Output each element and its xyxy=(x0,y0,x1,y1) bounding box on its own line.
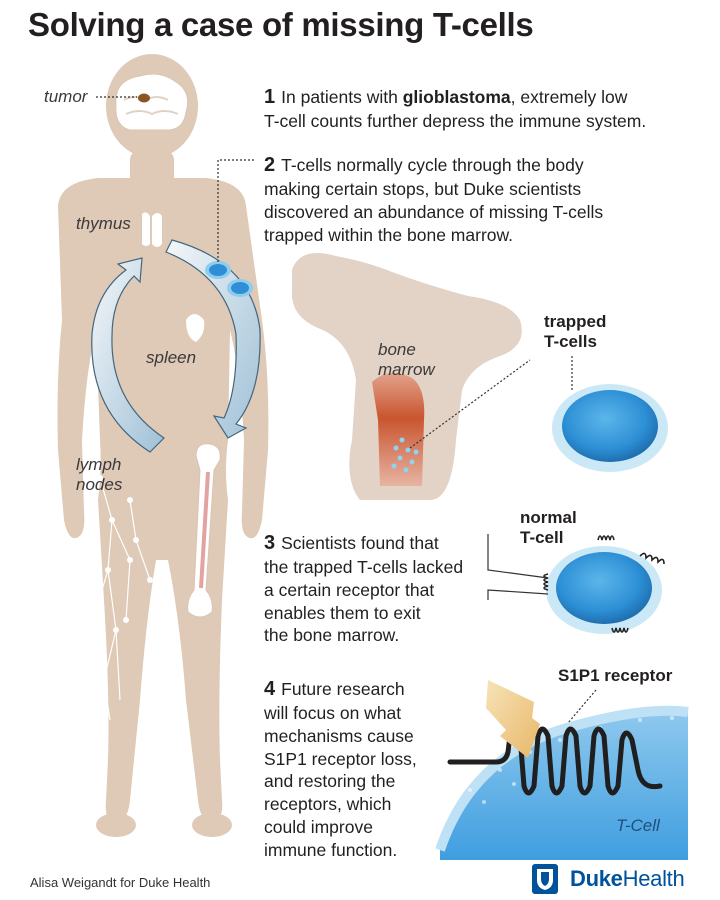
trapped-tcells-label: trapped T-cells xyxy=(544,312,606,353)
spleen-label: spleen xyxy=(146,348,197,367)
femur-icon xyxy=(187,443,221,618)
step-1-bold: glioblastoma xyxy=(402,87,511,107)
lymph-label-line2: nodes xyxy=(76,474,123,494)
step-3-line-2: the trapped T-cells lacked xyxy=(264,557,464,577)
tumor-icon xyxy=(138,93,150,103)
step3-bracket xyxy=(487,534,549,600)
step-2-line-1: T-cells normally cycle through the body xyxy=(281,155,584,175)
step-4-line-1: Future research xyxy=(281,679,405,699)
credit-text: Alisa Weigandt for Duke Health xyxy=(30,875,211,890)
thymus-label: thymus xyxy=(76,214,131,233)
step-4-line-3: mechanisms cause xyxy=(264,725,414,746)
spleen-icon xyxy=(186,314,205,342)
step-2-line-3: discovered an abundance of missing T-cel… xyxy=(264,201,604,222)
lymph-node-dots xyxy=(91,475,153,683)
normal-label-line2: T-cell xyxy=(520,528,564,548)
tumor-label: tumor xyxy=(44,87,88,106)
tcell-membrane-label: T-Cell xyxy=(616,816,660,835)
pointer-arrow-icon xyxy=(486,680,540,758)
step-3-number: 3 xyxy=(264,532,276,554)
step-4-line-8: immune function. xyxy=(264,839,398,860)
lymph-label-line1: lymph xyxy=(76,455,122,474)
logo-text: DukeHealth xyxy=(570,866,685,892)
membrane-closeup xyxy=(435,705,689,860)
normal-tcell-label: normal T-cell xyxy=(520,508,577,549)
brain xyxy=(115,73,189,131)
step-2-number: 2 xyxy=(264,154,276,176)
human-body xyxy=(57,54,269,837)
bone-label-line2: marrow xyxy=(378,359,435,379)
trapped-label-line1: trapped xyxy=(544,312,607,331)
logo-text-light: Health xyxy=(622,866,685,891)
normal-label-line1: normal xyxy=(520,508,577,527)
bone-marrow-label: bone marrow xyxy=(378,340,435,379)
step-1-number: 1 xyxy=(264,86,276,108)
logo-text-bold: Duke xyxy=(570,866,623,891)
small-tcell-icon xyxy=(205,261,253,297)
step-2-line-4: trapped within the bone marrow. xyxy=(264,224,514,245)
trapped-label-line2: T-cells xyxy=(544,332,597,352)
step-4-line-6: receptors, which xyxy=(264,794,392,814)
step-2-line-2: making certain stops, but Duke scientist… xyxy=(264,179,582,199)
step-4-line-7: could improve xyxy=(264,816,373,837)
step-3-line-3: a certain receptor that xyxy=(264,579,435,600)
step-1-line-2: T-cell counts further depress the immune… xyxy=(264,111,647,131)
step-3-line-1: Scientists found that xyxy=(281,533,439,553)
bone-marrow-illustration xyxy=(291,253,522,500)
step-4-number: 4 xyxy=(264,678,276,700)
step-1-text-a: In patients with xyxy=(281,87,398,107)
duke-health-logo: DukeHealth xyxy=(564,866,685,892)
cycle-arrow-up xyxy=(91,257,165,453)
step-3-line-4: enables them to exit xyxy=(264,602,421,623)
step-4-line-2: will focus on what xyxy=(264,703,402,723)
page-title: Solving a case of missing T-cells xyxy=(28,6,534,43)
step-1-text-b: , extremely low xyxy=(510,87,628,107)
step-4-line-4: S1P1 receptor loss, xyxy=(264,748,417,769)
duke-shield-icon xyxy=(532,864,558,894)
thymus-icon xyxy=(142,212,162,247)
step-3-line-5: the bone marrow. xyxy=(264,625,400,646)
step-4-line-5: and restoring the xyxy=(264,771,396,792)
trapped-tcell-icon xyxy=(552,384,668,472)
normal-tcell-icon xyxy=(543,535,665,634)
bone-label-line1: bone xyxy=(378,340,416,359)
lymph-nodes-label: lymph nodes xyxy=(76,455,122,494)
s1p1-receptor-label: S1P1 receptor xyxy=(558,666,673,685)
